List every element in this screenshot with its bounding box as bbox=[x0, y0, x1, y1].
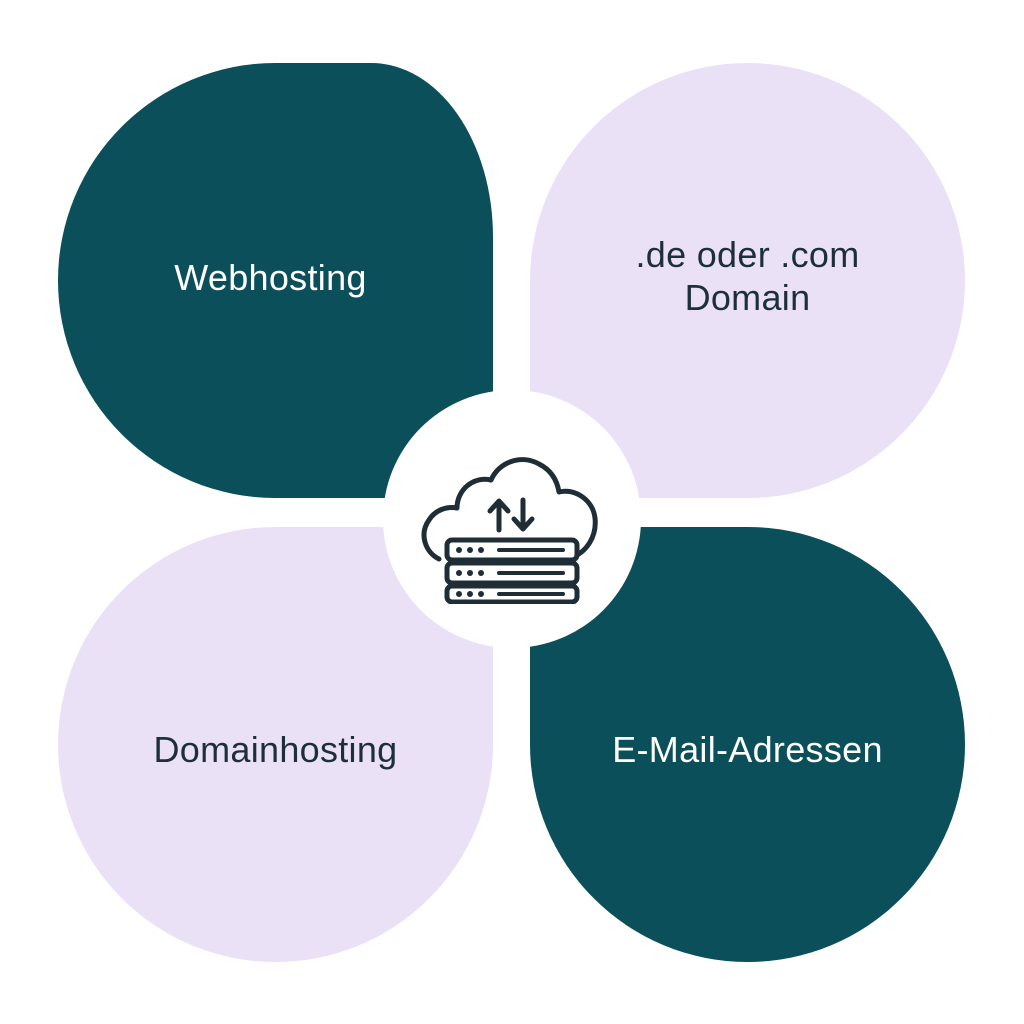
petal-label-email-addresses: E-Mail-Adressen bbox=[612, 729, 883, 770]
cloud-server-icon bbox=[421, 457, 598, 604]
petal-webhosting: Webhosting bbox=[58, 63, 493, 498]
center-hub bbox=[383, 390, 641, 648]
petal-label-webhosting: Webhosting bbox=[174, 257, 367, 298]
petal-label-domain: .de oder .com Domain bbox=[635, 233, 860, 318]
petal-domain: .de oder .com Domain bbox=[530, 63, 965, 498]
petal-label-domainhosting: Domainhosting bbox=[153, 729, 398, 770]
